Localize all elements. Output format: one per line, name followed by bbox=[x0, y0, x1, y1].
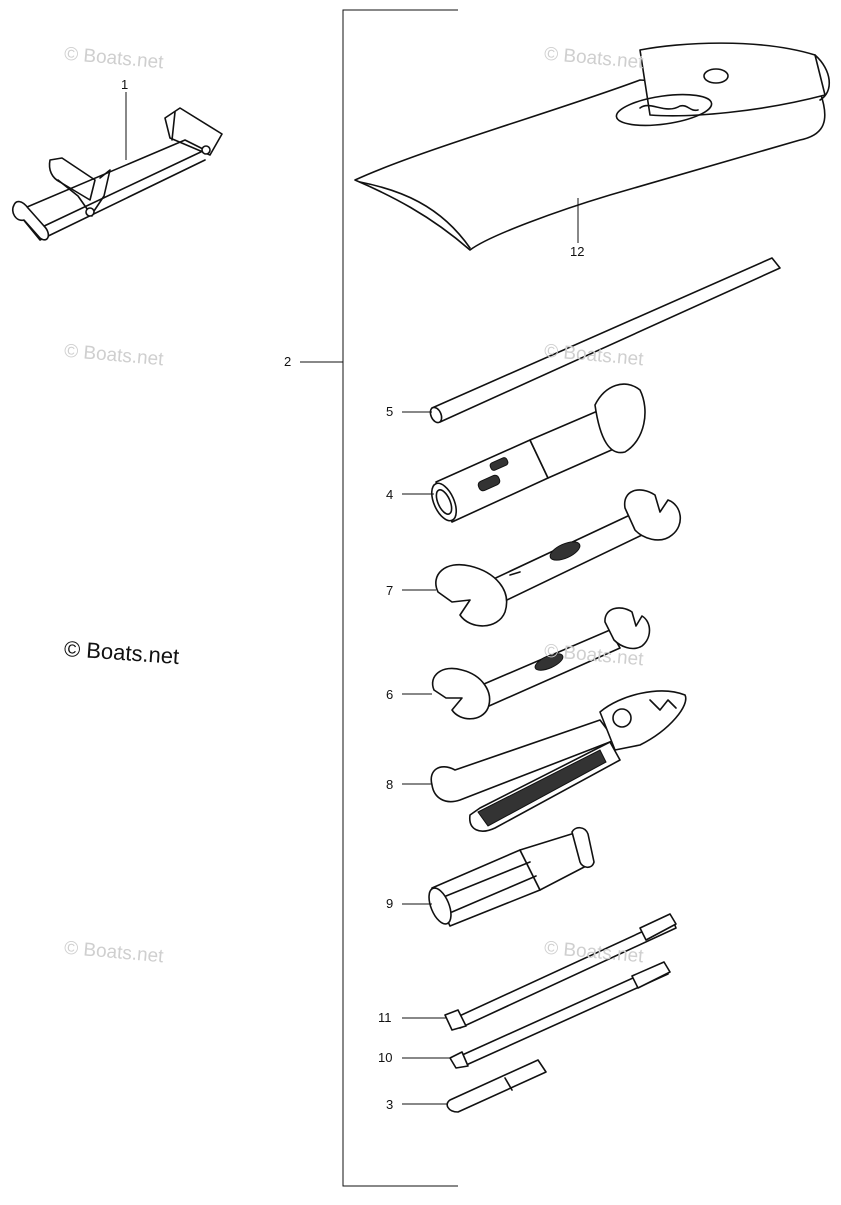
part-9-handle bbox=[428, 826, 595, 927]
kit-bracket bbox=[300, 9, 458, 1187]
callout-7: 7 bbox=[386, 583, 394, 598]
callout-9: 9 bbox=[386, 896, 394, 911]
callout-1: 1 bbox=[121, 77, 129, 92]
part-5-bar bbox=[429, 257, 781, 424]
part-12-tool-bag bbox=[354, 42, 830, 251]
part-3-bit bbox=[446, 1059, 547, 1113]
callout-6: 6 bbox=[386, 687, 394, 702]
callout-4: 4 bbox=[386, 487, 394, 502]
callout-10: 10 bbox=[378, 1050, 393, 1065]
callout-11: 11 bbox=[378, 1010, 392, 1025]
part-11-bit bbox=[444, 913, 677, 1031]
part-4-box-wrench bbox=[430, 383, 646, 523]
part-6-wrench bbox=[431, 607, 651, 720]
part-10-bit bbox=[449, 961, 671, 1069]
part-7-wrench bbox=[435, 489, 681, 627]
callout-8: 8 bbox=[386, 777, 394, 792]
callout-3: 3 bbox=[386, 1097, 394, 1112]
callout-5: 5 bbox=[386, 404, 394, 419]
callout-12: 12 bbox=[570, 244, 585, 259]
part-1-holder bbox=[11, 107, 223, 241]
callout-2: 2 bbox=[284, 354, 292, 369]
part-8-pliers bbox=[430, 690, 687, 832]
leader-lines bbox=[125, 92, 579, 1105]
